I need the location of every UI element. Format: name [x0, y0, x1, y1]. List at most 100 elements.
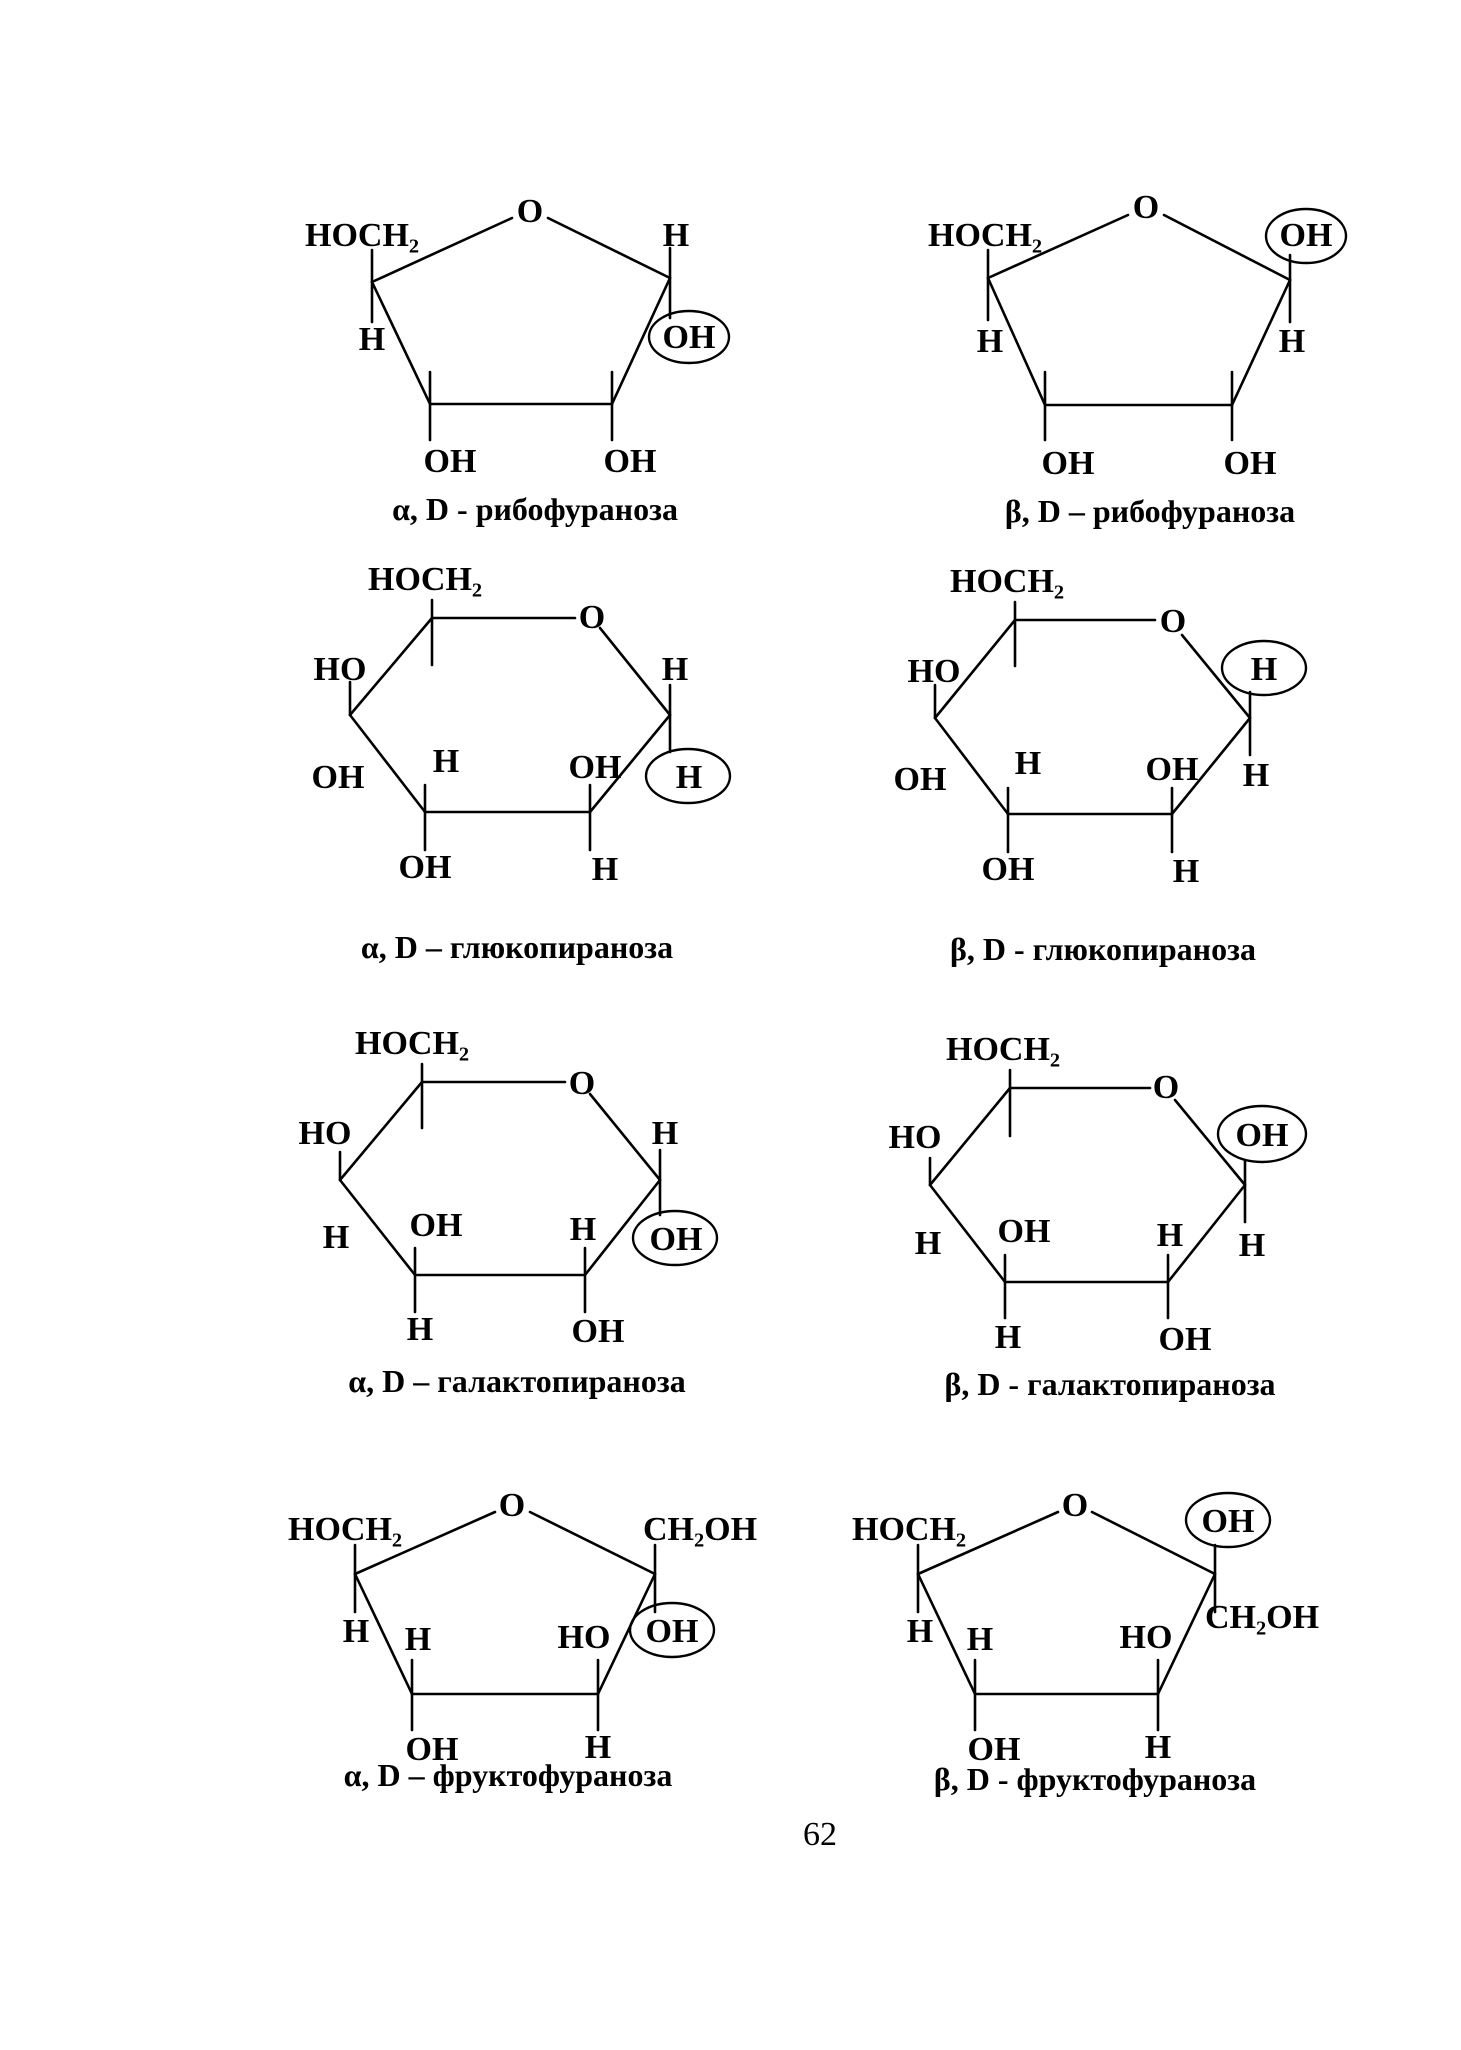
structure-caption: α, D – галактопираноза	[348, 1363, 685, 1399]
ring-label: OH	[982, 851, 1035, 888]
ring-label: HOCH₂	[950, 563, 1064, 600]
structure-alpha-d-glucopyranose: HOCH₂ O H HO OH H OH H OH H α, D – глюко…	[312, 561, 732, 965]
ring-label: OH	[410, 1207, 463, 1244]
anomeric-oh-circle	[631, 1209, 719, 1267]
ring-oxygen-label: O	[1160, 603, 1186, 640]
ring-label: HO	[1120, 1619, 1173, 1656]
ring-label: H	[570, 1211, 596, 1248]
ring-label: H	[592, 851, 618, 888]
ring-bonds	[370, 216, 672, 442]
ring-label: HOCH₂	[368, 561, 482, 598]
ring-label: H	[1239, 1227, 1265, 1264]
ring-label: H	[1157, 1217, 1183, 1254]
page-number: 62	[803, 1816, 837, 1853]
ring-label: H	[1279, 323, 1305, 360]
ring-label: OH	[604, 443, 657, 480]
anomeric-oh-label: OH	[650, 1221, 703, 1258]
ring-label: H	[967, 1621, 993, 1658]
ring-label: H	[407, 1311, 433, 1348]
ring-label: OH	[1159, 1321, 1212, 1358]
ring-label: HO	[299, 1115, 352, 1152]
ring-label: H	[1243, 757, 1269, 794]
ring-label: H	[662, 651, 688, 688]
ring-label: HOCH₂	[355, 1025, 469, 1062]
ring-bonds	[338, 1062, 662, 1314]
ring-label: H	[907, 1613, 933, 1650]
anomeric-oh-circle	[628, 1601, 716, 1659]
anomeric-oh-label: OH	[663, 319, 716, 356]
structure-caption: α, D – фруктофураноза	[344, 1757, 673, 1793]
ring-label: H	[1173, 853, 1199, 890]
structure-caption: β, D - фруктофураноза	[934, 1761, 1256, 1797]
ring-label: H	[433, 743, 459, 780]
ring-label: OH	[569, 749, 622, 786]
ring-label: HOCH₂	[946, 1031, 1060, 1068]
ring-label: CH₂OH	[643, 1511, 757, 1548]
ring-oxygen-label: O	[517, 193, 543, 230]
anomeric-oh-label: OH	[1280, 217, 1333, 254]
anomeric-oh-circle	[647, 309, 731, 365]
ring-label: H	[323, 1219, 349, 1256]
ring-label: OH	[424, 443, 477, 480]
ring-oxygen-label: O	[569, 1065, 595, 1102]
anomeric-oh-circle	[644, 747, 732, 805]
ring-label: H	[405, 1621, 431, 1658]
ring-label: H	[995, 1319, 1021, 1356]
ring-label: HOCH₂	[288, 1511, 402, 1548]
ring-label: OH	[406, 1731, 459, 1768]
ring-label: H	[343, 1613, 369, 1650]
ring-label: OH	[312, 759, 365, 796]
ring-label: HOCH₂	[928, 217, 1042, 254]
ring-label: OH	[572, 1313, 625, 1350]
structure-beta-d-ribofuranose: HOCH₂ O OH H H OH OH β, D – рибофураноза	[928, 189, 1348, 529]
structure-caption: α, D - рибофураноза	[392, 491, 678, 527]
ring-label: H	[915, 1225, 941, 1262]
ring-label: OH	[1224, 445, 1277, 482]
ring-oxygen-label: O	[1153, 1069, 1179, 1106]
ring-oxygen-label: O	[499, 1487, 525, 1524]
structure-caption: β, D – рибофураноза	[1005, 493, 1295, 529]
ring-label: HO	[889, 1119, 942, 1156]
ring-bonds	[928, 1068, 1247, 1320]
ring-label: OH	[1146, 751, 1199, 788]
anomeric-oh-label: OH	[1202, 1503, 1255, 1540]
ring-label: H	[585, 1729, 611, 1766]
structure-caption: β, D - глюкопираноза	[950, 931, 1256, 967]
structure-beta-d-galactopyranose: HOCH₂ O HO H OH H OH H OH H β, D - галак…	[889, 1031, 1308, 1402]
ring-label: OH	[894, 761, 947, 798]
anomeric-oh-circle	[1184, 1491, 1272, 1549]
ring-label: H	[652, 1115, 678, 1152]
ring-label: HO	[314, 651, 367, 688]
ring-oxygen-label: O	[579, 599, 605, 636]
anomeric-oh-circle	[1264, 207, 1348, 265]
ring-label: HOCH₂	[852, 1511, 966, 1548]
ring-label: H	[977, 323, 1003, 360]
anomeric-oh-label: H	[1251, 651, 1277, 688]
ring-label: OH	[998, 1213, 1051, 1250]
anomeric-oh-circle	[1216, 1104, 1308, 1164]
structure-caption: α, D – глюкопираноза	[361, 929, 673, 965]
anomeric-oh-label: H	[676, 759, 702, 796]
ring-bonds	[986, 213, 1292, 442]
structure-alpha-d-ribofuranose: HOCH₂ O H H OH OH OH α, D - рибофураноза	[305, 193, 731, 527]
ring-label: H	[663, 217, 689, 254]
ring-oxygen-label: O	[1133, 189, 1159, 226]
structure-caption: β, D - галактопираноза	[944, 1366, 1275, 1402]
ring-bonds	[916, 1510, 1217, 1732]
ring-label: H	[1145, 1729, 1171, 1766]
anomeric-oh-label: OH	[646, 1613, 699, 1650]
structure-alpha-d-fructofuranose: HOCH₂ O CH₂OH H H HO OH OH H α, D – фрук…	[288, 1487, 757, 1793]
ring-label: CH₂OH	[1205, 1599, 1319, 1636]
ring-bonds	[353, 1510, 657, 1732]
anomeric-oh-label: OH	[1236, 1117, 1289, 1154]
structure-alpha-d-galactopyranose: HOCH₂ O HO H OH H OH H OH H α, D – галак…	[299, 1025, 719, 1399]
ring-label: HOCH₂	[305, 217, 419, 254]
ring-label: OH	[399, 849, 452, 886]
ring-label: H	[1015, 745, 1041, 782]
ring-bonds	[933, 600, 1252, 854]
ring-bonds	[348, 598, 672, 852]
ring-label: HO	[908, 653, 961, 690]
ring-label: OH	[968, 1731, 1021, 1768]
